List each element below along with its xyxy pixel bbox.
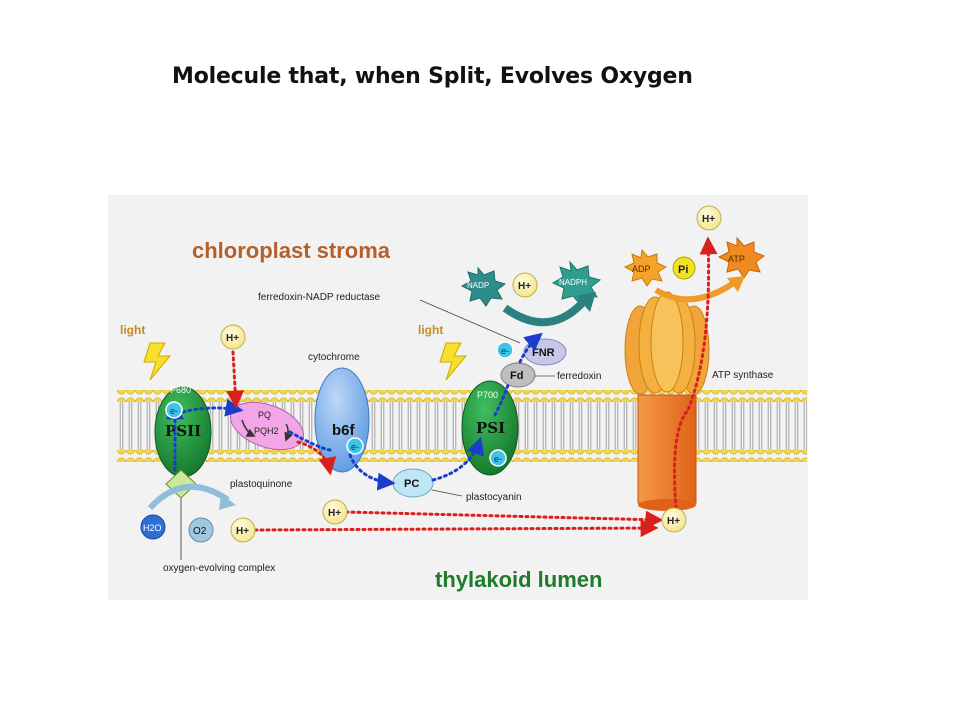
- oec-caption: oxygen-evolving complex: [163, 563, 275, 574]
- svg-text:H+: H+: [226, 333, 239, 344]
- pq-label: PQ: [258, 410, 271, 420]
- svg-text:H+: H+: [518, 281, 531, 292]
- electron-particle: e-: [346, 437, 364, 455]
- electron-particle: e-: [165, 401, 183, 419]
- pi-label: Pi: [678, 264, 688, 276]
- lightning-icon: [439, 342, 468, 381]
- b6f-label: b6f: [332, 422, 356, 439]
- atp-formation-arrow: [654, 279, 737, 303]
- water-molecule: [140, 514, 166, 540]
- lumen-label: thylakoid lumen: [435, 567, 602, 592]
- fnr-label: FNR: [532, 347, 555, 359]
- nadp-burst: [460, 266, 507, 307]
- ferredoxin: [500, 362, 536, 388]
- svg-text:e-: e-: [170, 406, 178, 416]
- svg-text:H+: H+: [702, 214, 715, 225]
- psii-label: PSII: [165, 422, 201, 440]
- nadp-reduction-arrow: [502, 297, 589, 327]
- p680-label: P680: [170, 385, 191, 395]
- adp-burst: [623, 248, 668, 287]
- nadph-label: NADPH: [559, 278, 587, 287]
- proton-ion: H+: [512, 272, 538, 298]
- svg-text:e-: e-: [494, 454, 502, 464]
- fnr-caption: ferredoxin-NADP reductase: [258, 292, 381, 303]
- cytochrome-caption: cytochrome: [308, 352, 360, 363]
- proton-ion: H+: [230, 517, 256, 543]
- pq-reduction-arrow: [241, 419, 256, 437]
- electron-particle: e-: [496, 341, 514, 359]
- plastocyanin-pointer: [431, 489, 463, 497]
- water-label: H2O: [143, 523, 162, 533]
- light-label-psii: light: [120, 323, 145, 337]
- nadp-arrowhead: [576, 292, 596, 312]
- adp-label: ADP: [632, 264, 651, 274]
- electron-transport-path: [166, 332, 543, 491]
- plastoquinone-caption: plastoquinone: [230, 479, 293, 490]
- nadp-label: NADP: [467, 281, 489, 290]
- proton-transport-path: [226, 236, 718, 538]
- stroma-label: chloroplast stroma: [192, 238, 391, 263]
- fd-label: Fd: [510, 370, 523, 382]
- slide-title: Molecule that, when Split, Evolves Oxyge…: [172, 64, 693, 89]
- proton-ion: H+: [220, 324, 246, 350]
- svg-text:H+: H+: [328, 508, 341, 519]
- ferredoxin-caption: ferredoxin: [557, 371, 601, 382]
- proton-ion: H+: [661, 507, 687, 533]
- electron-particle: e-: [489, 449, 507, 467]
- oxygen-molecule: [188, 517, 214, 543]
- psi-label: PSI: [476, 419, 505, 437]
- light-label-psi: light: [418, 323, 443, 337]
- proton-ion: H+: [322, 499, 348, 525]
- svg-text:e-: e-: [351, 442, 359, 452]
- atp-synthase: [624, 291, 710, 511]
- p700-label: P700: [477, 390, 498, 400]
- pqh2-oxidation-arrow: [284, 423, 293, 442]
- plastocyanin-caption: plastocyanin: [466, 492, 522, 503]
- atp-arrowhead: [727, 276, 745, 292]
- fnr-pointer: [419, 299, 521, 344]
- pi-circle: [672, 256, 696, 280]
- pc-label: PC: [404, 478, 419, 490]
- lightning-icon: [143, 342, 172, 381]
- oxygen-label: O2: [193, 526, 207, 537]
- atp-synthase-caption: ATP synthase: [712, 370, 774, 381]
- svg-text:H+: H+: [667, 516, 680, 527]
- svg-text:H+: H+: [236, 526, 249, 537]
- svg-text:e-: e-: [501, 346, 509, 356]
- proton-ion: H+: [696, 205, 722, 231]
- atp-label: ATP: [728, 254, 745, 264]
- water-splitting-arrow: [147, 483, 230, 511]
- pqh2-label: PQH2: [254, 426, 279, 436]
- water-splitting-arrowhead: [219, 494, 236, 510]
